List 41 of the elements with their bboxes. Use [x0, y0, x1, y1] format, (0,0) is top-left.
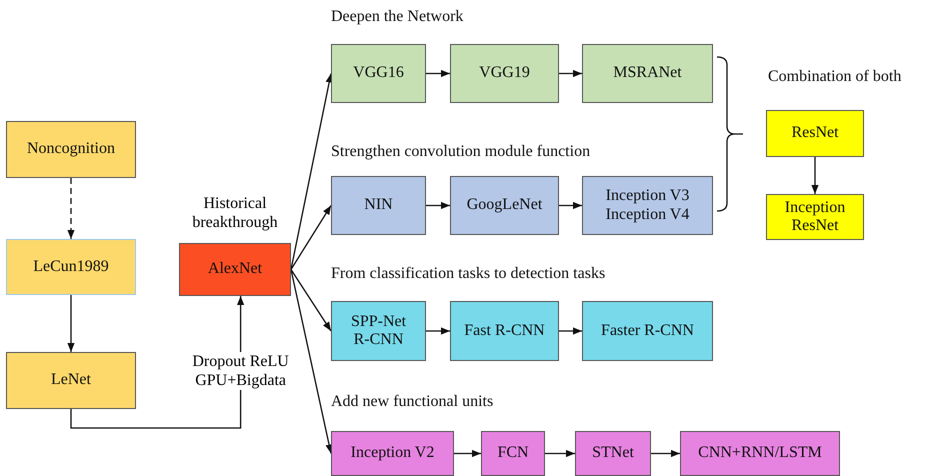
arrow — [67, 178, 75, 239]
network-box: Fast R-CNN — [450, 301, 559, 361]
node-caption: Historical breakthrough — [191, 194, 279, 232]
network-box: Faster R-CNN — [582, 301, 713, 361]
group-heading: Deepen the Network — [331, 8, 464, 26]
arrow — [290, 205, 332, 270]
arrow — [559, 70, 582, 78]
network-box: SPP-Net R-CNN — [331, 301, 426, 361]
network-box: LeNet — [6, 352, 136, 409]
network-box: Inception ResNet — [766, 194, 864, 240]
arrow — [426, 70, 450, 78]
network-box: Noncognition — [6, 121, 136, 178]
arrow — [426, 327, 450, 335]
arrow — [811, 157, 819, 194]
network-box: LeCun1989 — [6, 239, 136, 295]
network-box: VGG19 — [450, 44, 559, 103]
arrow — [651, 450, 680, 458]
network-box: AlexNet — [179, 243, 291, 296]
arrow — [70, 296, 244, 429]
arrow — [559, 327, 582, 335]
network-box: NIN — [331, 176, 426, 235]
group-heading: Add new functional units — [331, 393, 494, 411]
arrow — [290, 269, 333, 454]
arrow — [545, 450, 575, 458]
group-heading: Combination of both — [768, 68, 902, 86]
network-box: GoogLeNet — [450, 176, 559, 235]
group-heading: From classification tasks to detection tasks — [331, 265, 606, 283]
network-box: STNet — [575, 431, 651, 476]
network-box: ResNet — [766, 110, 864, 157]
network-box: FCN — [481, 431, 545, 476]
group-heading: Strengthen convolution module function — [331, 143, 590, 161]
arrow — [454, 450, 481, 458]
network-box: VGG16 — [331, 44, 426, 103]
network-box: Inception V2 — [331, 431, 454, 476]
network-box: CNN+RNN/LSTM — [680, 431, 840, 476]
arrow — [67, 295, 75, 352]
network-box: MSRANet — [582, 44, 713, 103]
arrow — [426, 202, 450, 210]
arrow — [290, 269, 332, 332]
network-box: Inception V3 Inception V4 — [582, 176, 713, 235]
arrow — [559, 202, 582, 210]
